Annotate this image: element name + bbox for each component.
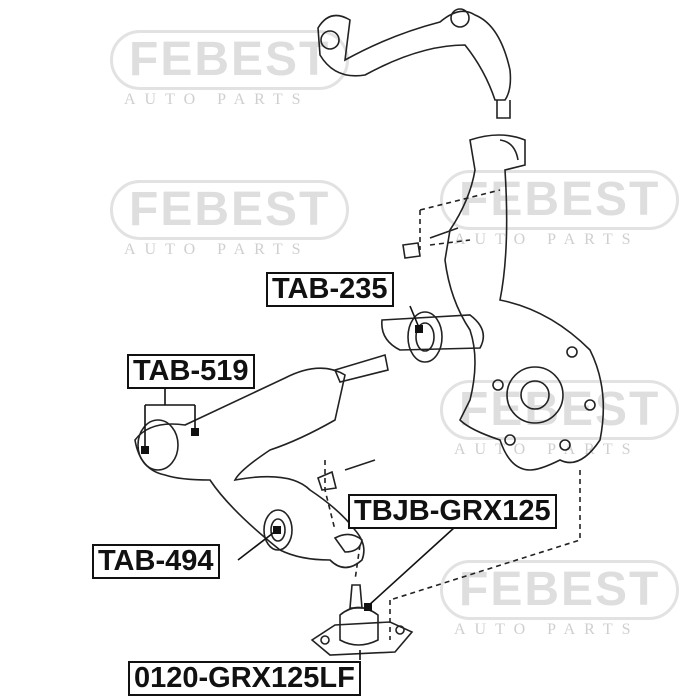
part-label-tab-235: TAB-235 [266,272,394,307]
bushing-tab235 [381,314,485,351]
upper-control-arm [317,10,512,101]
lower-control-arm [134,367,365,569]
leader-lines [144,305,456,660]
steering-knuckle [444,134,605,471]
ball-joint [349,584,363,609]
part-label-0120-grx125lf: 0120-GRX125LF [128,661,361,696]
leader-markers [141,325,423,611]
part-label-tbjb-grx125: TBJB-GRX125 [348,494,557,529]
part-label-tab-519: TAB-519 [127,354,255,389]
part-label-tab-494: TAB-494 [92,544,220,579]
